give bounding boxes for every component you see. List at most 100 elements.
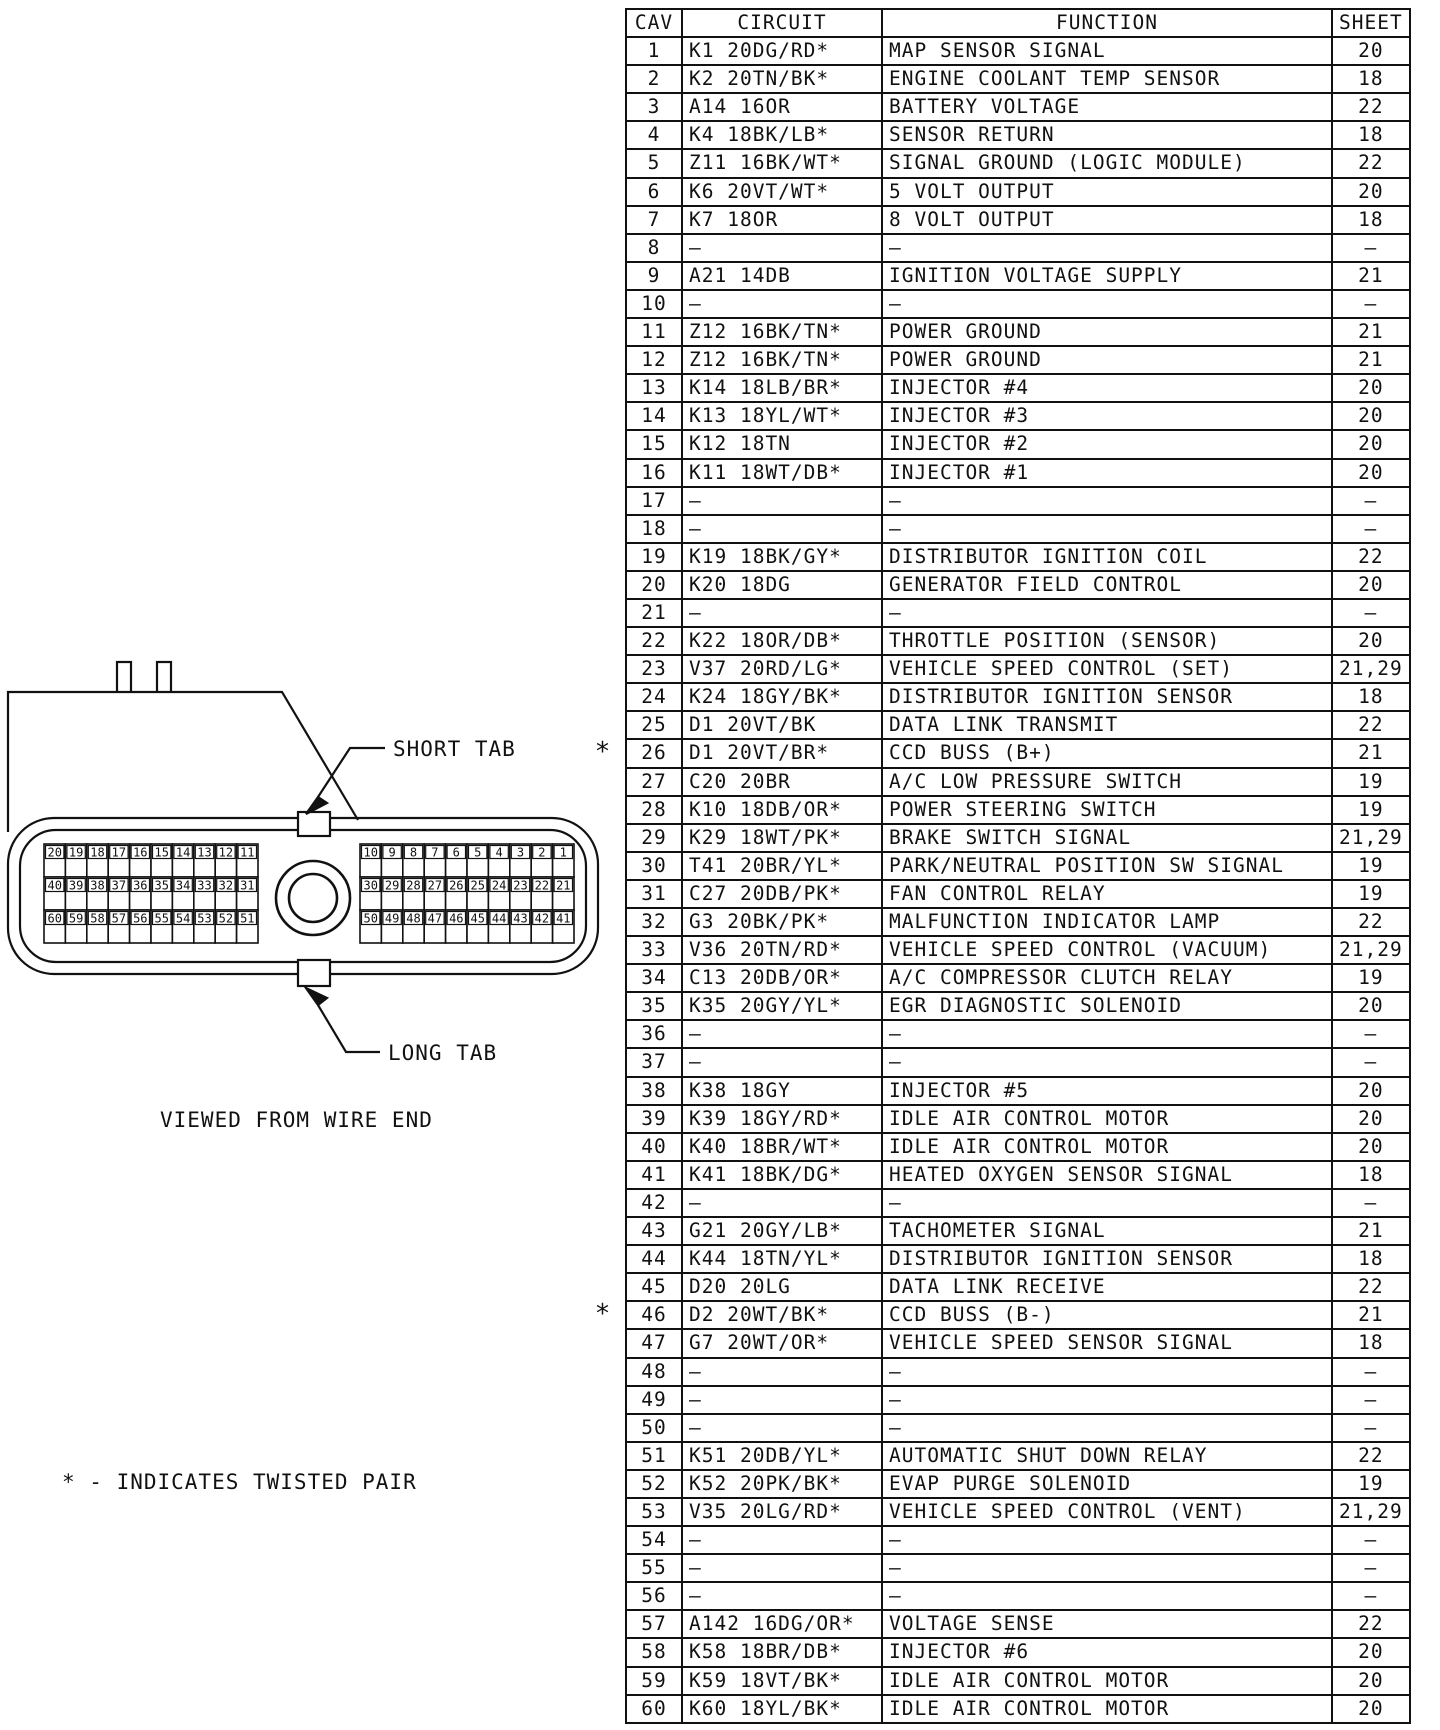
function-cell: VEHICLE SPEED CONTROL (SET) bbox=[881, 654, 1333, 685]
sheet-cell: 20 bbox=[1331, 429, 1411, 460]
pin-number-box bbox=[467, 877, 488, 893]
circuit-cell: K14 18LB/BR* bbox=[681, 373, 883, 404]
function-cell: PARK/NEUTRAL POSITION SW SIGNAL bbox=[881, 850, 1333, 881]
cav-cell: 3 bbox=[625, 92, 683, 123]
pin-number: 42 bbox=[535, 912, 549, 926]
cav-cell: 43 bbox=[625, 1216, 683, 1247]
short-tab bbox=[296, 810, 332, 838]
sheet-cell: 21,29 bbox=[1331, 935, 1411, 966]
function-cell: — bbox=[881, 1581, 1333, 1612]
sheet-cell: 22 bbox=[1331, 710, 1411, 741]
cav-cell: 31 bbox=[625, 878, 683, 910]
circuit-cell: G7 20WT/OR* bbox=[681, 1328, 883, 1359]
sheet-cell: — bbox=[1331, 1356, 1411, 1387]
cav-cell: 55 bbox=[625, 1553, 683, 1584]
function-cell: INJECTOR #6 bbox=[881, 1637, 1333, 1668]
sheet-cell: 21 bbox=[1331, 1216, 1411, 1247]
pin-number: 53 bbox=[197, 912, 211, 926]
pin-number-box bbox=[44, 910, 65, 926]
pin-number-box bbox=[382, 910, 402, 926]
header-cav: CAV bbox=[625, 7, 683, 39]
twisted-pair-marker: * bbox=[596, 737, 609, 768]
sheet-cell: 22 bbox=[1331, 541, 1411, 572]
pin-number: 37 bbox=[112, 879, 126, 893]
circuit-cell: — bbox=[681, 485, 883, 516]
pin-number: 38 bbox=[90, 879, 104, 893]
cav-cell: 44 bbox=[625, 1244, 683, 1275]
circuit-cell: K29 18WT/PK* bbox=[681, 822, 883, 853]
pin-number: 21 bbox=[556, 879, 570, 893]
circuit-cell: K40 18BR/WT* bbox=[681, 1131, 883, 1162]
function-cell: POWER GROUND bbox=[881, 317, 1333, 348]
sheet-cell: 22 bbox=[1331, 906, 1411, 938]
sheet-cell: 22 bbox=[1331, 148, 1411, 179]
long-tab-label: LONG TAB bbox=[388, 1041, 498, 1065]
function-cell: IDLE AIR CONTROL MOTOR bbox=[881, 1131, 1333, 1162]
sheet-cell: 22 bbox=[1331, 1272, 1411, 1303]
circuit-cell: G21 20GY/LB* bbox=[681, 1216, 883, 1247]
pin-cavity bbox=[235, 909, 259, 944]
circuit-cell: — bbox=[681, 1019, 883, 1050]
sheet-cell: — bbox=[1331, 1412, 1411, 1443]
pin-number-box bbox=[130, 877, 151, 893]
circuit-cell: Z11 16BK/WT* bbox=[681, 148, 883, 179]
sheet-cell: 21,29 bbox=[1331, 654, 1411, 685]
pin-number-box bbox=[109, 844, 129, 860]
cav-cell: 10 bbox=[625, 288, 683, 320]
sheet-cell: — bbox=[1331, 1187, 1411, 1219]
pin-number-box bbox=[194, 844, 215, 860]
pin-number-box bbox=[151, 844, 172, 860]
pin-number: 4 bbox=[495, 846, 502, 860]
cav-cell: 12 bbox=[625, 345, 683, 376]
function-cell: FAN CONTROL RELAY bbox=[881, 878, 1333, 910]
pin-number: 16 bbox=[133, 846, 147, 860]
sheet-cell: 18 bbox=[1331, 682, 1411, 713]
cav-cell: 22 bbox=[625, 626, 683, 657]
sheet-cell: 21 bbox=[1331, 345, 1411, 376]
long-tab-arrow bbox=[302, 985, 330, 1007]
cav-cell: 52 bbox=[625, 1468, 683, 1499]
pin-number: 24 bbox=[492, 879, 506, 893]
sheet-cell: — bbox=[1331, 597, 1411, 629]
cav-cell: 19 bbox=[625, 541, 683, 572]
function-cell: MAP SENSOR SIGNAL bbox=[881, 36, 1333, 67]
circuit-cell: C13 20DB/OR* bbox=[681, 963, 883, 994]
sheet-cell: 22 bbox=[1331, 1440, 1411, 1471]
function-cell: TACHOMETER SIGNAL bbox=[881, 1216, 1333, 1247]
cav-cell: 51 bbox=[625, 1440, 683, 1471]
cav-cell: 42 bbox=[625, 1187, 683, 1219]
sheet-cell: 20 bbox=[1331, 1693, 1411, 1724]
circuit-cell: K44 18TN/YL* bbox=[681, 1244, 883, 1275]
circuit-cell: K24 18GY/BK* bbox=[681, 682, 883, 713]
sheet-cell: — bbox=[1331, 1384, 1411, 1415]
cav-cell: 38 bbox=[625, 1075, 683, 1106]
pin-number: 45 bbox=[470, 912, 484, 926]
pin-number: 60 bbox=[47, 912, 61, 926]
pin-number: 13 bbox=[197, 846, 211, 860]
pin-number: 1 bbox=[560, 846, 567, 860]
cav-cell: 47 bbox=[625, 1328, 683, 1359]
function-cell: POWER GROUND bbox=[881, 345, 1333, 376]
pin-number-box bbox=[425, 877, 445, 893]
table-row: 36——— bbox=[625, 1019, 1411, 1050]
pin-number-box bbox=[360, 844, 381, 860]
circuit-cell: — bbox=[681, 1356, 883, 1387]
function-cell: POWER STEERING SWITCH bbox=[881, 794, 1333, 825]
pin-number-box bbox=[403, 844, 424, 860]
pin-number-box bbox=[173, 844, 193, 860]
cav-cell: 27 bbox=[625, 766, 683, 797]
twisted-pair-legend: * - INDICATES TWISTED PAIR bbox=[62, 1470, 417, 1494]
view-caption: VIEWED FROM WIRE END bbox=[160, 1108, 433, 1132]
circuit-cell: C27 20DB/PK* bbox=[681, 878, 883, 910]
latch-post-right bbox=[155, 660, 173, 693]
